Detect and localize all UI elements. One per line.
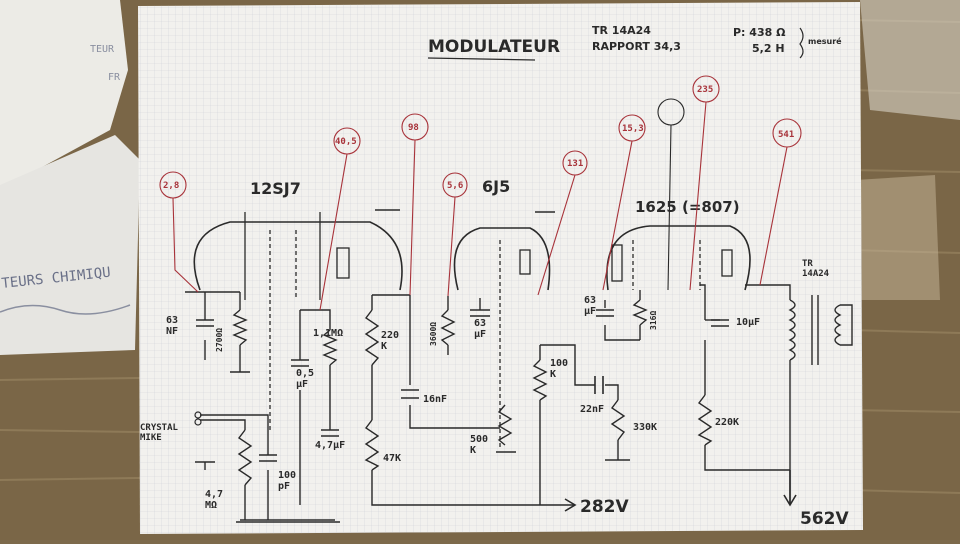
wiring — [185, 284, 791, 521]
input-terminal-2 — [194, 418, 202, 426]
tube-label-1625: 1625 (=807) — [635, 198, 740, 216]
input-terminal-1 — [194, 411, 202, 419]
voltage-98: 98 — [408, 123, 419, 133]
capacitors — [196, 309, 729, 462]
voltage-131: 131 — [567, 159, 583, 169]
voltage-2-8: 2,8 — [163, 181, 179, 191]
label-c16nf: 16nF — [423, 394, 447, 405]
tube-envelope-6j5 — [453, 227, 551, 291]
resistor-2700 — [232, 309, 248, 346]
transformer-note-line2: RAPPORT 34,3 — [592, 40, 681, 53]
resistor-316 — [632, 299, 648, 326]
tube-envelope-12sj7 — [193, 221, 403, 291]
sheet-fragment-2: FR — [108, 72, 121, 83]
rail-label-282: 282V — [580, 497, 629, 517]
measure-note-suffix: mesuré — [808, 36, 842, 46]
voltage-15-3: 15,3 — [622, 124, 644, 134]
measure-note-line1: P: 438 Ω — [733, 26, 786, 39]
potentiometer-500k — [497, 404, 513, 446]
resistor-3600 — [440, 309, 456, 346]
label-c22nf: 22nF — [580, 404, 604, 415]
label-r330k: 330K — [633, 422, 657, 433]
rail-arrows — [540, 470, 797, 512]
rail-label-562: 562V — [800, 509, 849, 529]
label-r3600: 3600Ω — [429, 322, 438, 346]
output-transformer — [788, 295, 853, 365]
sheet-fragment-1: TEUR — [90, 44, 115, 55]
resistor-1-1m — [322, 329, 338, 366]
diagram-title: MODULATEUR — [428, 37, 560, 57]
tube-envelopes — [193, 221, 751, 291]
background-scraps-right — [855, 0, 960, 300]
background-sheet: TEUR FR TEURS CHIMIQU — [0, 0, 140, 355]
resistor-220k-1 — [364, 309, 380, 366]
measure-note-line2: 5,2 H — [752, 42, 785, 55]
voltage-5-6: 5,6 — [447, 181, 463, 191]
voltage-541: 541 — [778, 130, 794, 140]
tube-envelope-1625 — [606, 225, 751, 291]
voltage-235: 235 — [697, 85, 713, 95]
resistor-4-7m — [237, 429, 253, 486]
tube-label-6j5: 6J5 — [482, 177, 510, 196]
label-r2700: 2700Ω — [215, 328, 224, 352]
resistor-330k — [610, 399, 626, 441]
label-r47k: 47K — [383, 453, 401, 464]
label-r220k-2: 220K — [715, 417, 739, 428]
voltage-40-5: 40,5 — [335, 137, 357, 147]
label-c10uf: 10μF — [736, 317, 760, 328]
ground-symbols — [195, 209, 630, 523]
resistors — [232, 299, 713, 486]
label-c47: 4,7μF — [315, 440, 345, 451]
label-r316: 316Ω — [649, 311, 658, 330]
resistor-100k — [532, 359, 548, 401]
tube-label-12sj7: 12SJ7 — [250, 179, 301, 198]
voltage-callouts — [159, 75, 802, 311]
transformer-note-line1: TR 14A24 — [592, 24, 651, 37]
label-r1-1m: 1,1MΩ — [313, 328, 343, 339]
voltage-values: 2,8 40,5 98 5,6 131 15,3 235 541 — [163, 85, 794, 191]
resistor-47k — [364, 419, 380, 471]
tube-electrodes — [244, 212, 733, 450]
resistor-220k-2 — [697, 394, 713, 446]
